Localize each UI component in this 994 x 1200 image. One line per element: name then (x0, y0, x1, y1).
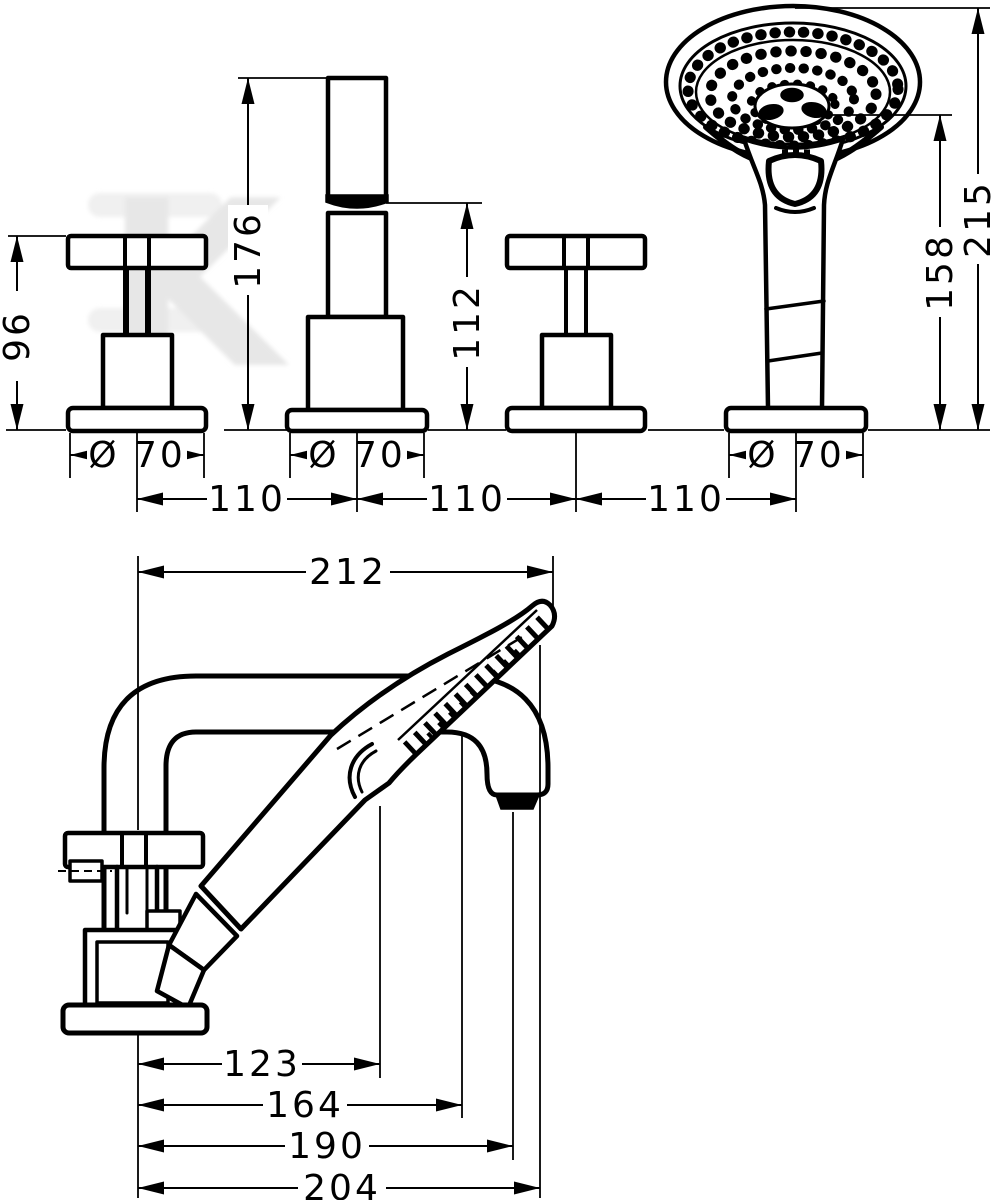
dim-spacing-left: 110 (208, 479, 286, 520)
dim-spout-outlet-height: 112 (447, 283, 488, 361)
handshower-front-view (663, 3, 923, 434)
hook-lip-inner (356, 749, 378, 794)
dim-reach-hook: 123 (223, 1044, 301, 1085)
dim-reach-outlet: 190 (288, 1126, 366, 1167)
reach-dimensions: 212 123 164 190 204 (137, 552, 554, 1200)
dim-handle-height: 96 (0, 310, 38, 362)
dim-base-diameter-shower: Ø 70 (747, 435, 845, 476)
spout-base-block (305, 314, 406, 413)
axis-centerline (336, 632, 528, 751)
face-edge-line (397, 609, 538, 741)
grip-seam (764, 299, 826, 311)
spout-aerator (494, 794, 541, 810)
handle-base-flange (504, 405, 648, 434)
center-jet (801, 101, 827, 119)
hook-hole-shadow (774, 206, 816, 214)
handle-cross-bar (65, 233, 209, 271)
assembly-side-view (58, 598, 558, 1036)
dim-spacing-middle: 110 (428, 479, 506, 520)
face-nozzle-dots (402, 615, 550, 755)
shower-handle-shaft (741, 136, 846, 411)
center-jet (758, 103, 784, 121)
watermark-bar-bottom (88, 308, 222, 332)
dim-spout-height: 176 (228, 211, 269, 289)
nozzle-ring-3 (727, 63, 859, 135)
handle-cross-bar (62, 830, 206, 870)
dim-base-diameter-spout: Ø 70 (308, 435, 406, 476)
shower-body (198, 598, 558, 932)
center-jet (780, 87, 804, 103)
shower-base-flange (723, 405, 869, 434)
watermark-bar-top (88, 193, 222, 217)
dim-spacing-right: 110 (647, 479, 725, 520)
handle-escutcheon (100, 332, 175, 411)
dim-base-diameter-left: Ø 70 (88, 435, 186, 476)
dim-shower-height: 215 (958, 180, 994, 258)
nozzle-ring-2 (704, 45, 882, 143)
grip-seam (766, 351, 824, 363)
handle-cross-bar (504, 233, 648, 271)
handle-base-flange (65, 405, 209, 434)
diameter-dimensions: Ø 70 Ø 70 Ø 70 (69, 433, 864, 478)
hook-hole (765, 152, 825, 207)
assembly-base-flange (60, 1002, 210, 1036)
spout-base-flange (284, 407, 430, 434)
spacing-dimensions: 110 110 110 (136, 433, 797, 520)
dim-reach-tip: 204 (303, 1168, 381, 1200)
dim-overall-reach: 212 (309, 552, 387, 593)
height-dimensions: 96 176 112 158 215 (0, 7, 994, 431)
dim-shower-holder-height: 158 (920, 233, 961, 311)
handle-escutcheon (539, 332, 614, 411)
left-handle-front-view (65, 233, 209, 434)
spout-front-view (284, 75, 430, 434)
dim-reach-inner: 164 (266, 1085, 344, 1126)
hook-lip-outer (347, 742, 374, 799)
spout-upper-column (325, 75, 389, 201)
spout-outlet-slot (325, 194, 389, 209)
right-handle-front-view (504, 233, 648, 434)
spout-lower-column (325, 210, 389, 320)
